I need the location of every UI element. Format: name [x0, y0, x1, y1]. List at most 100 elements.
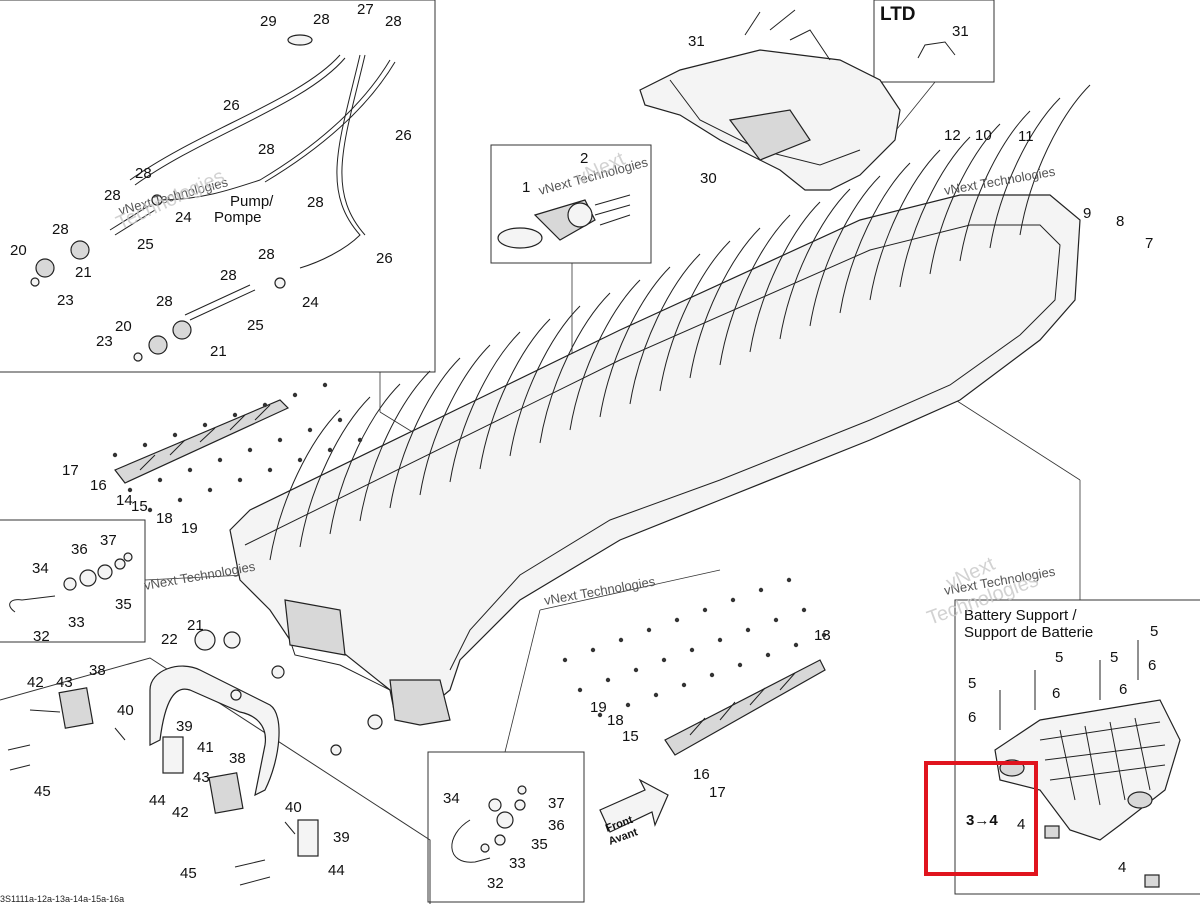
callout-label-39: 39 [176, 718, 193, 735]
fastener-dot [127, 487, 133, 493]
callout-label-5: 5 [1055, 649, 1063, 666]
watermark-text: vNext Technologies [543, 574, 657, 608]
callout-label-28: 28 [135, 165, 152, 182]
fastener-dot [577, 687, 583, 693]
watermark-text: vNext Technologies [943, 164, 1057, 198]
hull-rib [449, 331, 521, 483]
fastener-dot [322, 382, 328, 388]
highlight-box [924, 761, 1038, 876]
intake-grate-lower [664, 659, 826, 756]
hull [229, 194, 1081, 726]
callout-label-28: 28 [307, 194, 324, 211]
callout-label-37: 37 [100, 532, 117, 549]
fastener-dot [337, 417, 343, 423]
fastener-dot [307, 427, 313, 433]
callout-label-14: 14 [116, 492, 133, 509]
fastener-dot [267, 467, 273, 473]
hull-rib [689, 227, 761, 379]
fastener-dot [717, 637, 723, 643]
fastener-dot [142, 442, 148, 448]
hull-rib [749, 201, 821, 353]
bracket-38b [208, 772, 244, 814]
callout-label-13: 13 [814, 627, 831, 644]
fastener-dot [292, 392, 298, 398]
fastener-dot [147, 507, 153, 513]
callout-label-26: 26 [223, 97, 240, 114]
handle-assembly-frame [0, 657, 431, 904]
fastener-dot [217, 457, 223, 463]
fastener-dot [737, 662, 743, 668]
leader-line [144, 574, 246, 581]
callout-label-8: 8 [1116, 213, 1124, 230]
callout-label-23: 23 [57, 292, 74, 309]
hull-rib [509, 305, 581, 457]
callout-label-26: 26 [395, 127, 412, 144]
callout-label-28: 28 [385, 13, 402, 30]
callout-label-19: 19 [181, 520, 198, 537]
fastener-dot [202, 422, 208, 428]
pump-label-line2: Pompe [214, 209, 262, 226]
callout-label-19: 19 [590, 699, 607, 716]
hull-rib [329, 383, 401, 535]
callout-label-5: 5 [968, 675, 976, 692]
hull-stern-block [389, 679, 451, 726]
hull-rib [269, 409, 341, 561]
callout-label-21: 21 [210, 343, 227, 360]
fastener-dot [730, 597, 736, 603]
fastener-dot [597, 712, 603, 718]
bracket-38a [58, 687, 94, 729]
battery-support [994, 640, 1181, 888]
callout-label-6: 6 [1052, 685, 1060, 702]
callout-label-31: 31 [952, 23, 969, 40]
hull-rib [779, 188, 851, 340]
callout-label-10: 10 [975, 127, 992, 144]
fastener-dot [709, 672, 715, 678]
pump-label-line1: Pump/ [230, 193, 274, 210]
hull-rib [299, 396, 371, 548]
hull-rib [629, 253, 701, 405]
fastener-dot [646, 627, 652, 633]
hull-rib [479, 318, 551, 470]
callout-label-32: 32 [33, 628, 50, 645]
callout-label-34: 34 [32, 560, 49, 577]
callout-label-24: 24 [175, 209, 192, 226]
hull-rib [959, 110, 1031, 262]
hull-rib [359, 370, 431, 522]
hull-rib [659, 240, 731, 392]
callout-label-30: 30 [700, 170, 717, 187]
callout-label-24: 24 [302, 294, 319, 311]
hull-rib [989, 97, 1061, 249]
fastener-dot [357, 437, 363, 443]
fastener-dot [689, 647, 695, 653]
hull-rib [599, 266, 671, 418]
callout-label-23: 23 [96, 333, 113, 350]
hull-rib [569, 279, 641, 431]
fastener-dot [745, 627, 751, 633]
callout-label-5: 5 [1150, 623, 1158, 640]
callout-label-6: 6 [1119, 681, 1127, 698]
fastener-dot [793, 642, 799, 648]
callout-label-28: 28 [104, 187, 121, 204]
hull-rib [839, 162, 911, 314]
pump-panel-frame [0, 0, 436, 373]
callout-label-15: 15 [131, 498, 148, 515]
hull-rib [389, 357, 461, 509]
battery-support-line1: Battery Support / [964, 607, 1077, 624]
bottom-hardware-frame [427, 751, 585, 903]
handle-assembly [7, 629, 383, 886]
ltd-label: LTD [880, 4, 916, 25]
hull-ribs [269, 84, 1091, 561]
callout-label-41: 41 [197, 739, 214, 756]
callout-label-42: 42 [27, 674, 44, 691]
callout-label-12: 12 [944, 127, 961, 144]
callout-label-43: 43 [193, 769, 210, 786]
fastener-dot [232, 412, 238, 418]
callout-label-38: 38 [229, 750, 246, 767]
callout-label-5: 5 [1110, 649, 1118, 666]
ltd-frame [873, 0, 995, 83]
callout-label-40: 40 [117, 702, 134, 719]
tow-eye-kit-bottom [451, 785, 527, 863]
fastener-dot [661, 657, 667, 663]
callout-label-43: 43 [56, 674, 73, 691]
